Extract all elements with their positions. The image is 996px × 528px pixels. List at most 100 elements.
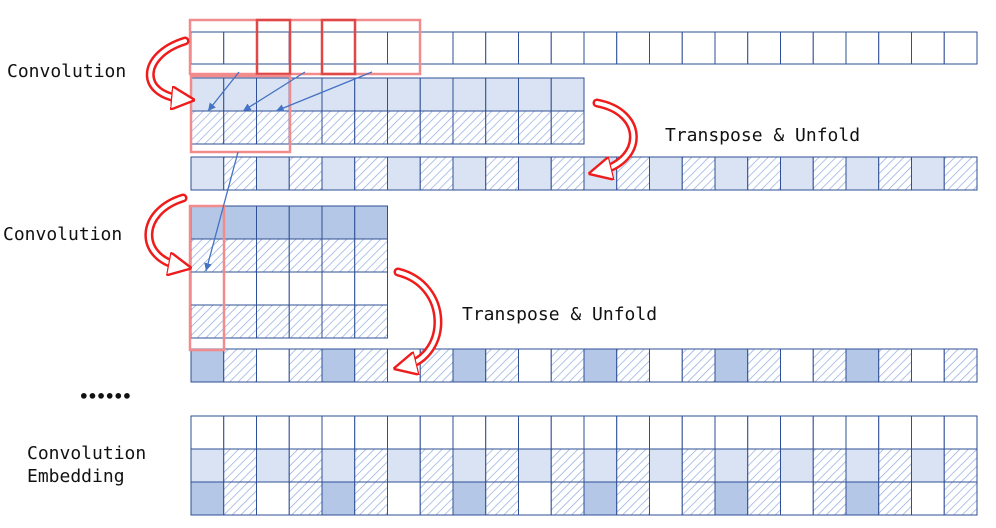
embedding-row-2-cell — [812, 448, 847, 483]
input-sequence-cell — [387, 31, 421, 65]
conv1-feature-row-a-cell — [485, 77, 519, 112]
conv2-feature-row-b-cell — [321, 238, 356, 273]
embedding-row-1-cell — [714, 415, 749, 450]
unfolded-sequence-2-cell — [747, 348, 781, 383]
embedding-row-1-cell — [452, 415, 487, 450]
embedding-row-1-cell — [649, 415, 683, 450]
transpose-unfold-label-2: Transpose & Unfold — [462, 304, 658, 325]
embedding-row-2-cell — [550, 448, 585, 483]
embedding-row-3-cell — [419, 481, 454, 516]
embedding-row-2-cell — [616, 448, 650, 483]
embedding-row-2-cell — [780, 448, 814, 483]
kernel-position-box-2 — [320, 18, 357, 76]
unfolded-sequence-1-cell — [256, 156, 290, 191]
connector-arrows — [204, 71, 373, 272]
ellipsis: •••••• — [79, 387, 132, 406]
embedding-row-3-cell — [288, 481, 323, 516]
embedding-row-1-cell — [878, 415, 912, 450]
conv2-feature-row-a-cell — [256, 205, 290, 240]
convolution-label-2: Convolution — [3, 224, 123, 245]
embedding-row-1-cell — [616, 415, 650, 450]
embedding-row-3-cell — [911, 481, 945, 516]
convolution-label-1: Convolution — [7, 61, 127, 82]
embedding-row-2-cell — [583, 448, 618, 483]
conv1-feature-row-b-cell — [518, 110, 552, 145]
input-sequence-cell — [878, 31, 912, 65]
unfolded-sequence-2-cell — [518, 348, 552, 383]
conv1-feature-row-a-cell — [387, 77, 421, 112]
conv2-feature-row-d-cell — [288, 304, 323, 339]
input-sequence-cell — [190, 31, 225, 65]
unfolded-sequence-2-cell — [583, 348, 618, 383]
conv1-feature-row-b-cell — [354, 110, 388, 145]
unfolded-sequence-1-cell — [878, 156, 912, 191]
embedding-row-3-cell — [190, 481, 225, 516]
embedding-row-2-cell — [518, 448, 552, 483]
unfolded-sequence-1-cell — [190, 156, 225, 191]
embedding-row-2-cell — [256, 448, 290, 483]
unfolded-sequence-2-cell — [649, 348, 683, 383]
conv1-feature-row-b-cell — [419, 110, 454, 145]
curved-arrow-icon — [398, 267, 443, 366]
unfolded-sequence-2-cell — [485, 348, 519, 383]
input-sequence-cell — [288, 31, 323, 65]
conv2-feature-row-a-cell — [321, 205, 356, 240]
embedding-row-3-cell — [583, 481, 618, 516]
unfolded-sequence-2-cell — [288, 348, 323, 383]
input-sequence-cell — [518, 31, 552, 65]
conv2-feature-row-b-cell — [288, 238, 323, 273]
conv2-feature-row-b-cell — [223, 238, 257, 273]
conv2-feature-row-d-cell — [354, 304, 388, 339]
embedding-row-1-cell — [518, 415, 552, 450]
embedding-row-2-cell — [943, 448, 978, 483]
unfolded-sequence-2-cell — [780, 348, 814, 383]
embedding-row-1-cell — [223, 415, 257, 450]
unfolded-sequence-2-cell — [321, 348, 356, 383]
unfolded-sequence-2-cell — [616, 348, 650, 383]
embedding-row-3-cell — [518, 481, 552, 516]
embedding-row-3-cell — [321, 481, 356, 516]
embedding-row-2-cell — [321, 448, 356, 483]
unfolded-sequence-2-cell — [911, 348, 945, 383]
embedding-row-1-cell — [419, 415, 454, 450]
conv2-feature-row-c-cell — [288, 271, 323, 306]
input-sequence-cell — [550, 31, 585, 65]
embedding-row-3-cell — [681, 481, 716, 516]
embedding-row-3-cell — [780, 481, 814, 516]
unfolded-sequence-1-cell — [911, 156, 945, 191]
embedding-row-1-cell — [911, 415, 945, 450]
embedding-row-3-cell — [550, 481, 585, 516]
embedding-row-2-cell — [452, 448, 487, 483]
conv1-feature-row-a-cell — [550, 77, 585, 112]
unfolded-sequence-1-cell — [714, 156, 749, 191]
conv1-feature-row-a-cell — [518, 77, 552, 112]
embedding-row-2-cell — [223, 448, 257, 483]
embedding-row-1-cell — [747, 415, 781, 450]
conv2-feature-row-c-cell — [223, 271, 257, 306]
unfolded-sequence-2-cell — [943, 348, 978, 383]
input-sequence-cell — [943, 31, 978, 65]
embedding-row-1-cell — [256, 415, 290, 450]
conv1-feature-row-a-cell — [452, 77, 487, 112]
unfolded-sequence-1-cell — [681, 156, 716, 191]
conv2-feature-row-a-cell — [354, 205, 388, 240]
unfolded-sequence-2-cell — [452, 348, 487, 383]
embedding-row-2-cell — [387, 448, 421, 483]
curved-arrow-icon — [145, 36, 185, 99]
unfolded-sequence-1-cell — [845, 156, 880, 191]
embedding-row-3-cell — [878, 481, 912, 516]
input-sequence-cell — [649, 31, 683, 65]
convolution-embedding-label-line1: Convolution — [27, 443, 147, 464]
conv1-feature-row-a-cell — [419, 77, 454, 112]
input-sequence-cell — [223, 31, 257, 65]
conv1-feature-row-b-cell — [190, 110, 225, 145]
kernel-position-box-1 — [255, 18, 292, 76]
unfolded-sequence-1-cell — [485, 156, 519, 191]
input-sequence-cell — [256, 31, 290, 65]
embedding-row-3-cell — [616, 481, 650, 516]
embedding-row-1-cell — [943, 415, 978, 450]
curved-arrows — [144, 36, 638, 366]
embedding-row-1-cell — [812, 415, 847, 450]
connector-arrow-icon — [207, 71, 240, 112]
